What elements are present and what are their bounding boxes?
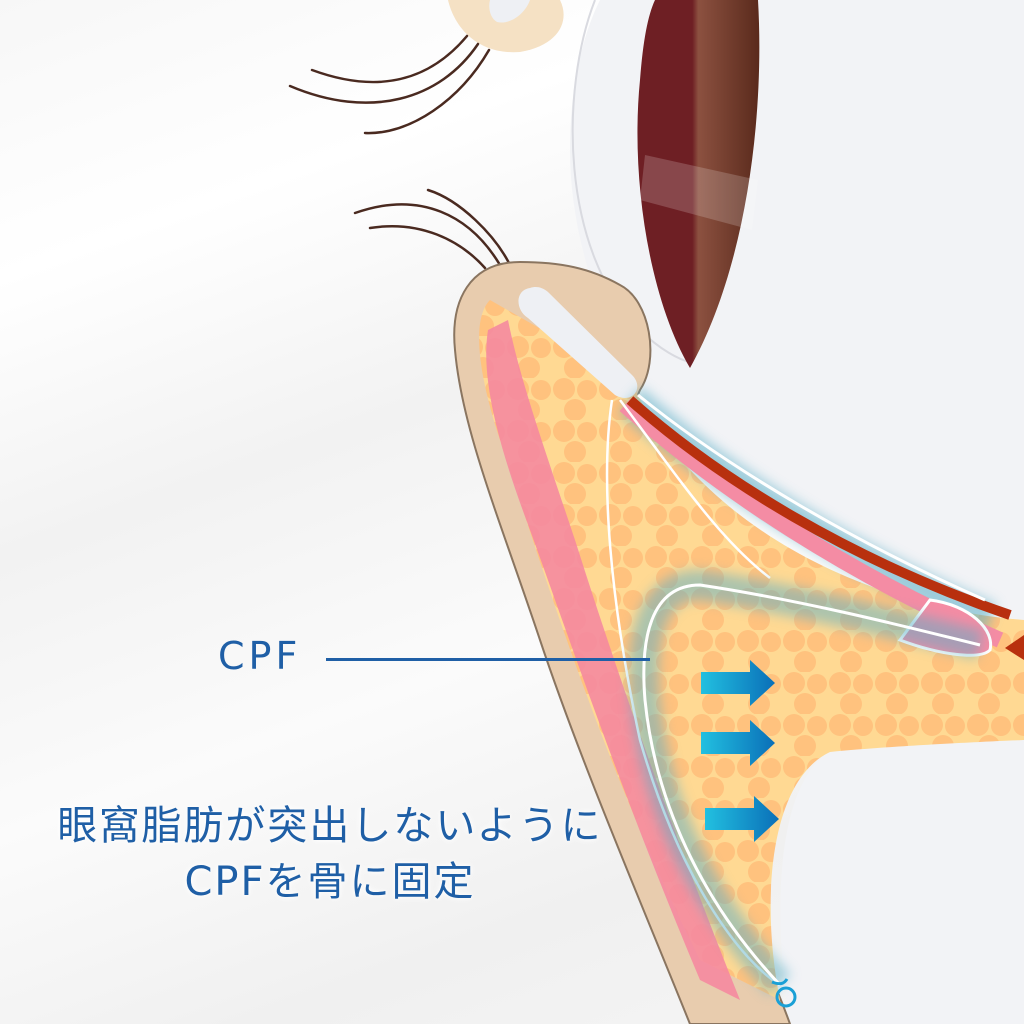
caption: 眼窩脂肪が突出しないように CPFを骨に固定	[20, 798, 640, 910]
retractor-line	[637, 393, 986, 602]
iris	[637, 0, 760, 368]
septum-line-2	[618, 399, 771, 579]
upper-eyelashes	[288, 34, 491, 135]
lower-eyelashes	[353, 188, 512, 270]
caption-line-2: CPFを骨に固定	[184, 859, 476, 905]
arrow-right-icon	[705, 796, 779, 842]
retractor-tip	[1005, 635, 1024, 660]
upper-eyelid-gland	[489, 0, 530, 23]
cornea-outline	[571, 0, 691, 363]
lower-lid-retractor	[626, 396, 1012, 620]
caption-line-1: 眼窩脂肪が突出しないように	[57, 803, 603, 849]
tarsal-plate	[518, 287, 638, 399]
pressure-arrows	[701, 660, 779, 842]
cpf-leader-line	[326, 658, 650, 661]
cpf-fascia	[642, 583, 981, 987]
arrow-right-icon	[701, 660, 775, 706]
lower-background-region	[780, 740, 1024, 1024]
suture-loop-icon	[771, 978, 797, 1008]
upper-eyelid-margin	[448, 0, 564, 53]
arrow-right-icon	[701, 720, 775, 766]
iris-highlight	[640, 155, 758, 230]
cpf-label: CPF	[218, 634, 302, 678]
